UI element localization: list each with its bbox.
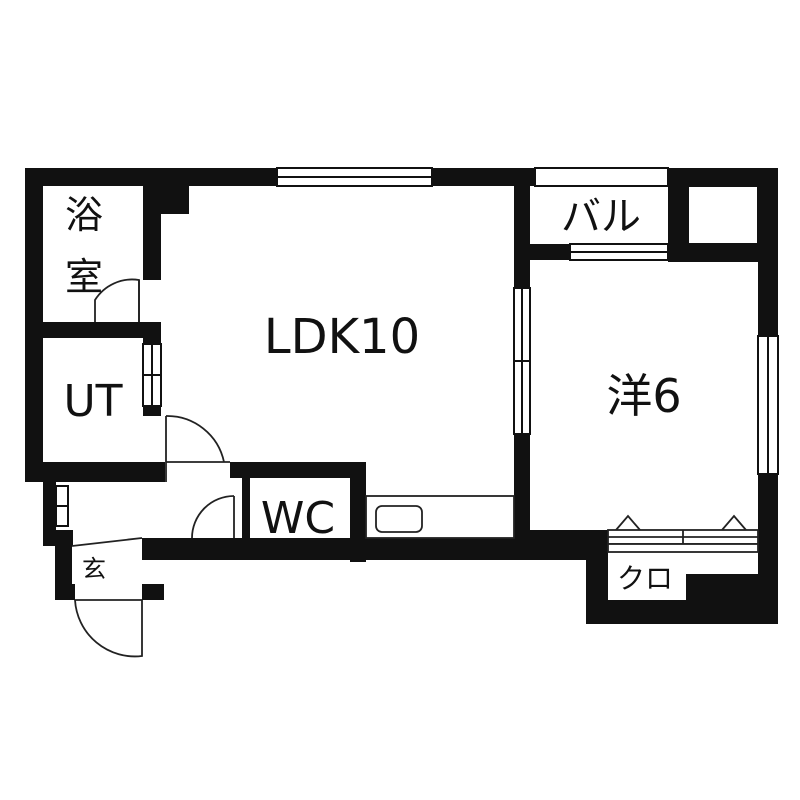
- ut-ldk-wall-top: [143, 322, 161, 344]
- wc-label: WC: [261, 493, 335, 544]
- closet-doors: [607, 514, 759, 553]
- genkan-step-line: [71, 537, 143, 547]
- windows: [55, 167, 779, 527]
- closet-right-block: [686, 574, 778, 624]
- closet-door-marker-right: [721, 514, 747, 531]
- left-wall-upper: [25, 168, 43, 468]
- balcony-top-window: [534, 167, 669, 187]
- kitchen-counter: [365, 495, 515, 539]
- closet-label: クロ: [617, 562, 673, 595]
- balcony-side-wall: [668, 168, 688, 248]
- kitchen: [365, 495, 515, 539]
- balcony-bottom-left: [530, 244, 570, 260]
- front-door-swing: [74, 599, 143, 658]
- bath-ldk-wall: [143, 168, 161, 280]
- ldk-west-wall-top: [514, 168, 530, 288]
- closet-shelf: [607, 543, 759, 553]
- walls: [25, 168, 778, 624]
- ldk-door-swing: [165, 415, 225, 463]
- closet-door-marker-left: [615, 514, 641, 531]
- top-wall-mid: [432, 168, 535, 186]
- balcony-label: バル: [561, 194, 641, 240]
- doors: [71, 278, 235, 658]
- wc-door-swing: [191, 495, 235, 539]
- bath-door-swing: [94, 278, 140, 322]
- bath-label-line2: 室: [65, 255, 103, 299]
- ldk-label: LDK10: [264, 309, 420, 365]
- wc-left-wall: [242, 478, 250, 538]
- right-wall-upper: [758, 168, 778, 336]
- ldk-west-wall-bottom: [514, 434, 530, 560]
- ut-ldk-wall-bottom: [143, 406, 161, 416]
- genkan-bottom-right: [142, 584, 164, 600]
- genkan-bottom-left: [55, 584, 75, 600]
- kitchen-sink: [375, 505, 423, 533]
- genkan-label: 玄: [82, 555, 106, 583]
- ut-label: UT: [63, 376, 122, 427]
- balcony-storage: [687, 185, 759, 245]
- bottom-wall-main: [142, 538, 608, 560]
- wc-right-wall: [350, 462, 366, 562]
- balcony-bottom-right: [668, 244, 778, 262]
- wall-below-ut: [25, 462, 165, 482]
- corner-column: [161, 186, 189, 214]
- wc-top-wall: [230, 462, 366, 478]
- bath-label-line1: 浴: [65, 193, 103, 237]
- top-wall-right: [668, 168, 778, 186]
- bath-ut-partition: [25, 322, 143, 338]
- western-room-label: 洋6: [606, 369, 681, 423]
